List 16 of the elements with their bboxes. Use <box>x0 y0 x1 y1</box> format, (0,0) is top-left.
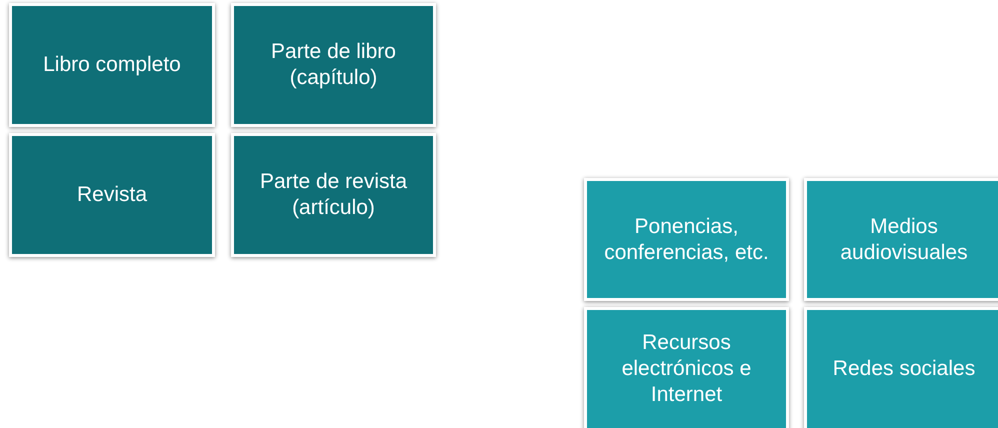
category-tile <box>804 307 998 428</box>
tile-label: Libro completo <box>42 52 182 78</box>
tile-label: Recursos electrónicos e Internet <box>620 330 752 408</box>
category-tile <box>9 3 215 127</box>
tile-label: Medios audiovisuales <box>839 214 969 266</box>
tile-label: Parte de revista (artículo) <box>258 169 408 221</box>
tile-label: Redes sociales <box>832 356 976 382</box>
tile-label: Parte de libro (capítulo) <box>270 39 397 91</box>
category-tile <box>231 3 436 127</box>
category-tile <box>584 307 789 428</box>
category-tile <box>231 133 436 257</box>
category-tile <box>584 178 789 301</box>
tile-label: Ponencias, conferencias, etc. <box>603 214 770 266</box>
category-tile <box>804 178 998 301</box>
tile-label: Revista <box>76 182 148 208</box>
category-tile <box>9 133 215 257</box>
